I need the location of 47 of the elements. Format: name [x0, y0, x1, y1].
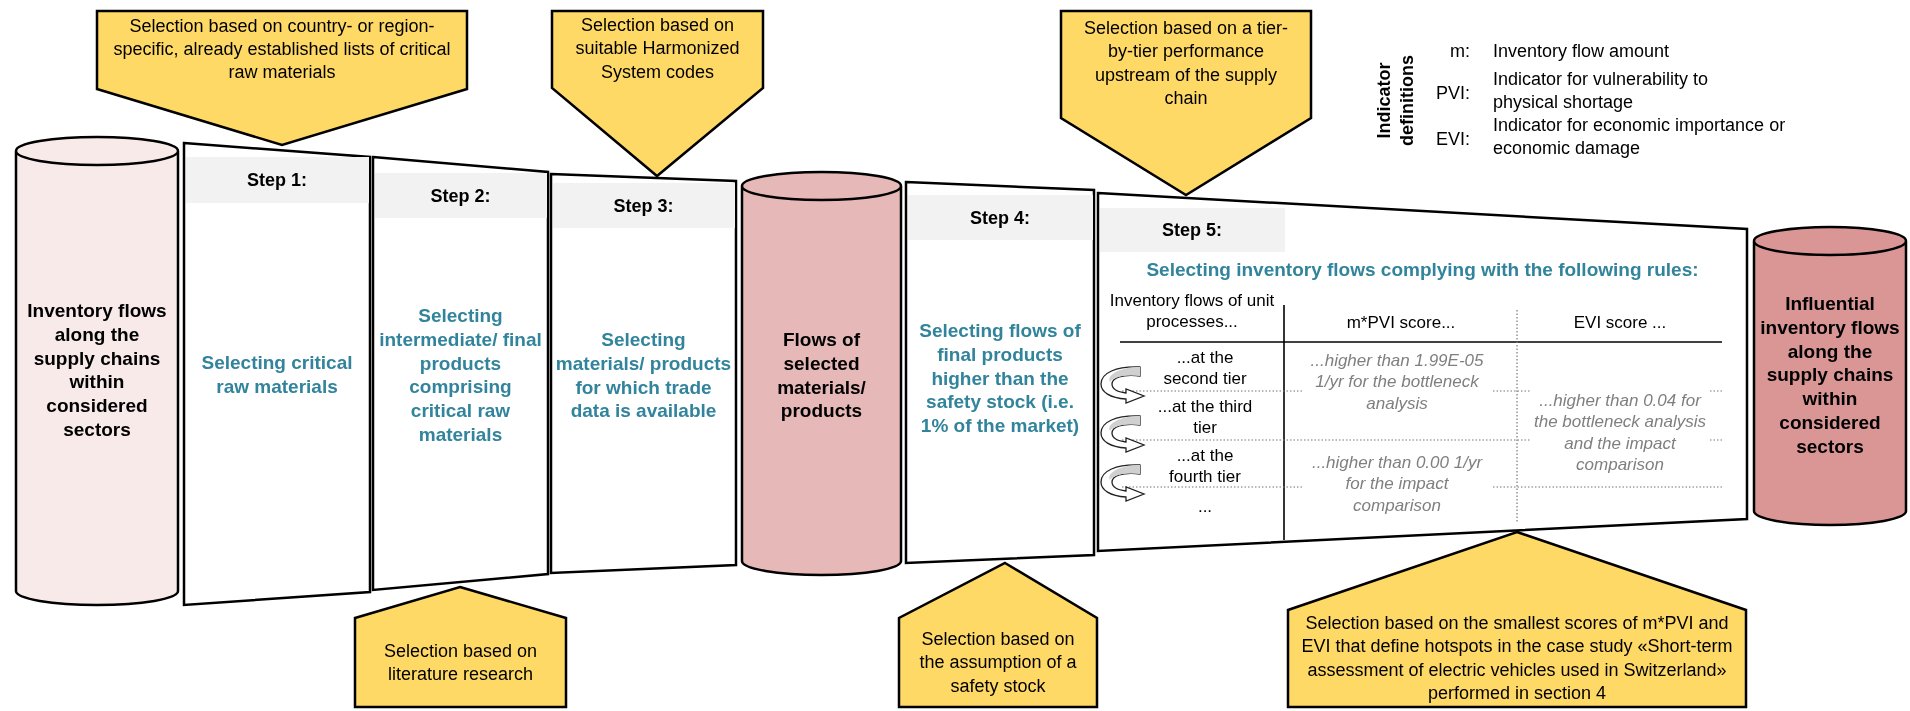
step-heading: Step 2:	[429, 184, 492, 207]
step-panel	[551, 174, 736, 573]
step-description: Selecting intermediate/ final products comprising critical raw materials	[378, 303, 543, 447]
step-description: Selecting inventory flows complying with the following rules:	[1145, 258, 1700, 282]
callout-shape	[1287, 532, 1747, 708]
tier-label: ...at the fourth tier	[1168, 445, 1242, 488]
callout-text: Selection based on country- or region-specific, already established lists of critical raw materials	[112, 14, 452, 85]
step-description: Selecting materials/ products for which trade data is available	[555, 327, 732, 423]
table-header: m*PVI score...	[1345, 312, 1457, 334]
callout-text: Selection based on the smallest scores of m*PVI and EVI that define hotspots in the case study «Short-term assessment of electric vehicles used in Switzerland» performed in section 4	[1301, 612, 1733, 706]
callout-text: Selection based on a tier-by-tier performance upstream of the supply chain	[1082, 17, 1290, 111]
step-panel	[906, 182, 1094, 563]
step-description: Selecting flows of final products higher than the safety stock (i.e. 1% of the market)	[918, 318, 1082, 438]
step-heading: Step 5:	[1161, 218, 1223, 242]
tier-label: ...at the third tier	[1156, 396, 1254, 439]
step-heading: Step 3:	[612, 194, 675, 217]
cylinder-label: Flows of selected materials/ products	[776, 327, 867, 423]
cylinder-shape	[14, 135, 180, 607]
table-header: EVI score ...	[1572, 312, 1668, 334]
step-description: Selecting critical raw materials	[200, 351, 354, 399]
indicator-definition: Indicator for economic importance or economic damage	[1493, 114, 1787, 159]
indicator-symbol: m:	[1449, 40, 1470, 63]
table-header: Inventory flows of unit processes...	[1108, 290, 1276, 333]
callout-text: Selection based on suitable Harmonized System codes	[574, 13, 741, 84]
cylinder-label: Inventory flows along the supply chains within considered sectors	[26, 298, 168, 442]
cylinder-shape	[1752, 225, 1908, 527]
tier-label: ...	[1196, 496, 1214, 518]
indicator-definition: Inventory flow amount	[1493, 40, 1671, 63]
step-panel	[184, 143, 370, 605]
threshold-text: ...higher than 0.04 for the bottleneck analysis and the impact comparison	[1530, 390, 1710, 475]
callout-shape	[1060, 10, 1312, 195]
callout-shape	[354, 587, 567, 708]
callout-text: Selection based on the assumption of a safety stock	[918, 627, 1078, 698]
step-heading: Step 4:	[969, 206, 1031, 229]
callout-text: Selection based on literature research	[382, 639, 539, 686]
cylinder-shape	[740, 170, 903, 577]
callout-shape	[898, 563, 1098, 708]
callout-shape	[96, 10, 468, 145]
indicator-symbol: PVI:	[1435, 82, 1470, 105]
step-panel	[373, 157, 548, 590]
indicator-symbol: EVI:	[1435, 128, 1470, 151]
tier-label: ...at the second tier	[1162, 347, 1248, 390]
step-heading: Step 1:	[246, 168, 308, 192]
cylinder-label: Influential inventory flows along the supply chains within considered sectors	[1760, 291, 1900, 459]
indicator-definition: Indicator for vulnerability to physical shortage	[1493, 68, 1710, 113]
legend-title: Indicator definitions	[1372, 54, 1417, 148]
callout-shape	[551, 10, 764, 176]
